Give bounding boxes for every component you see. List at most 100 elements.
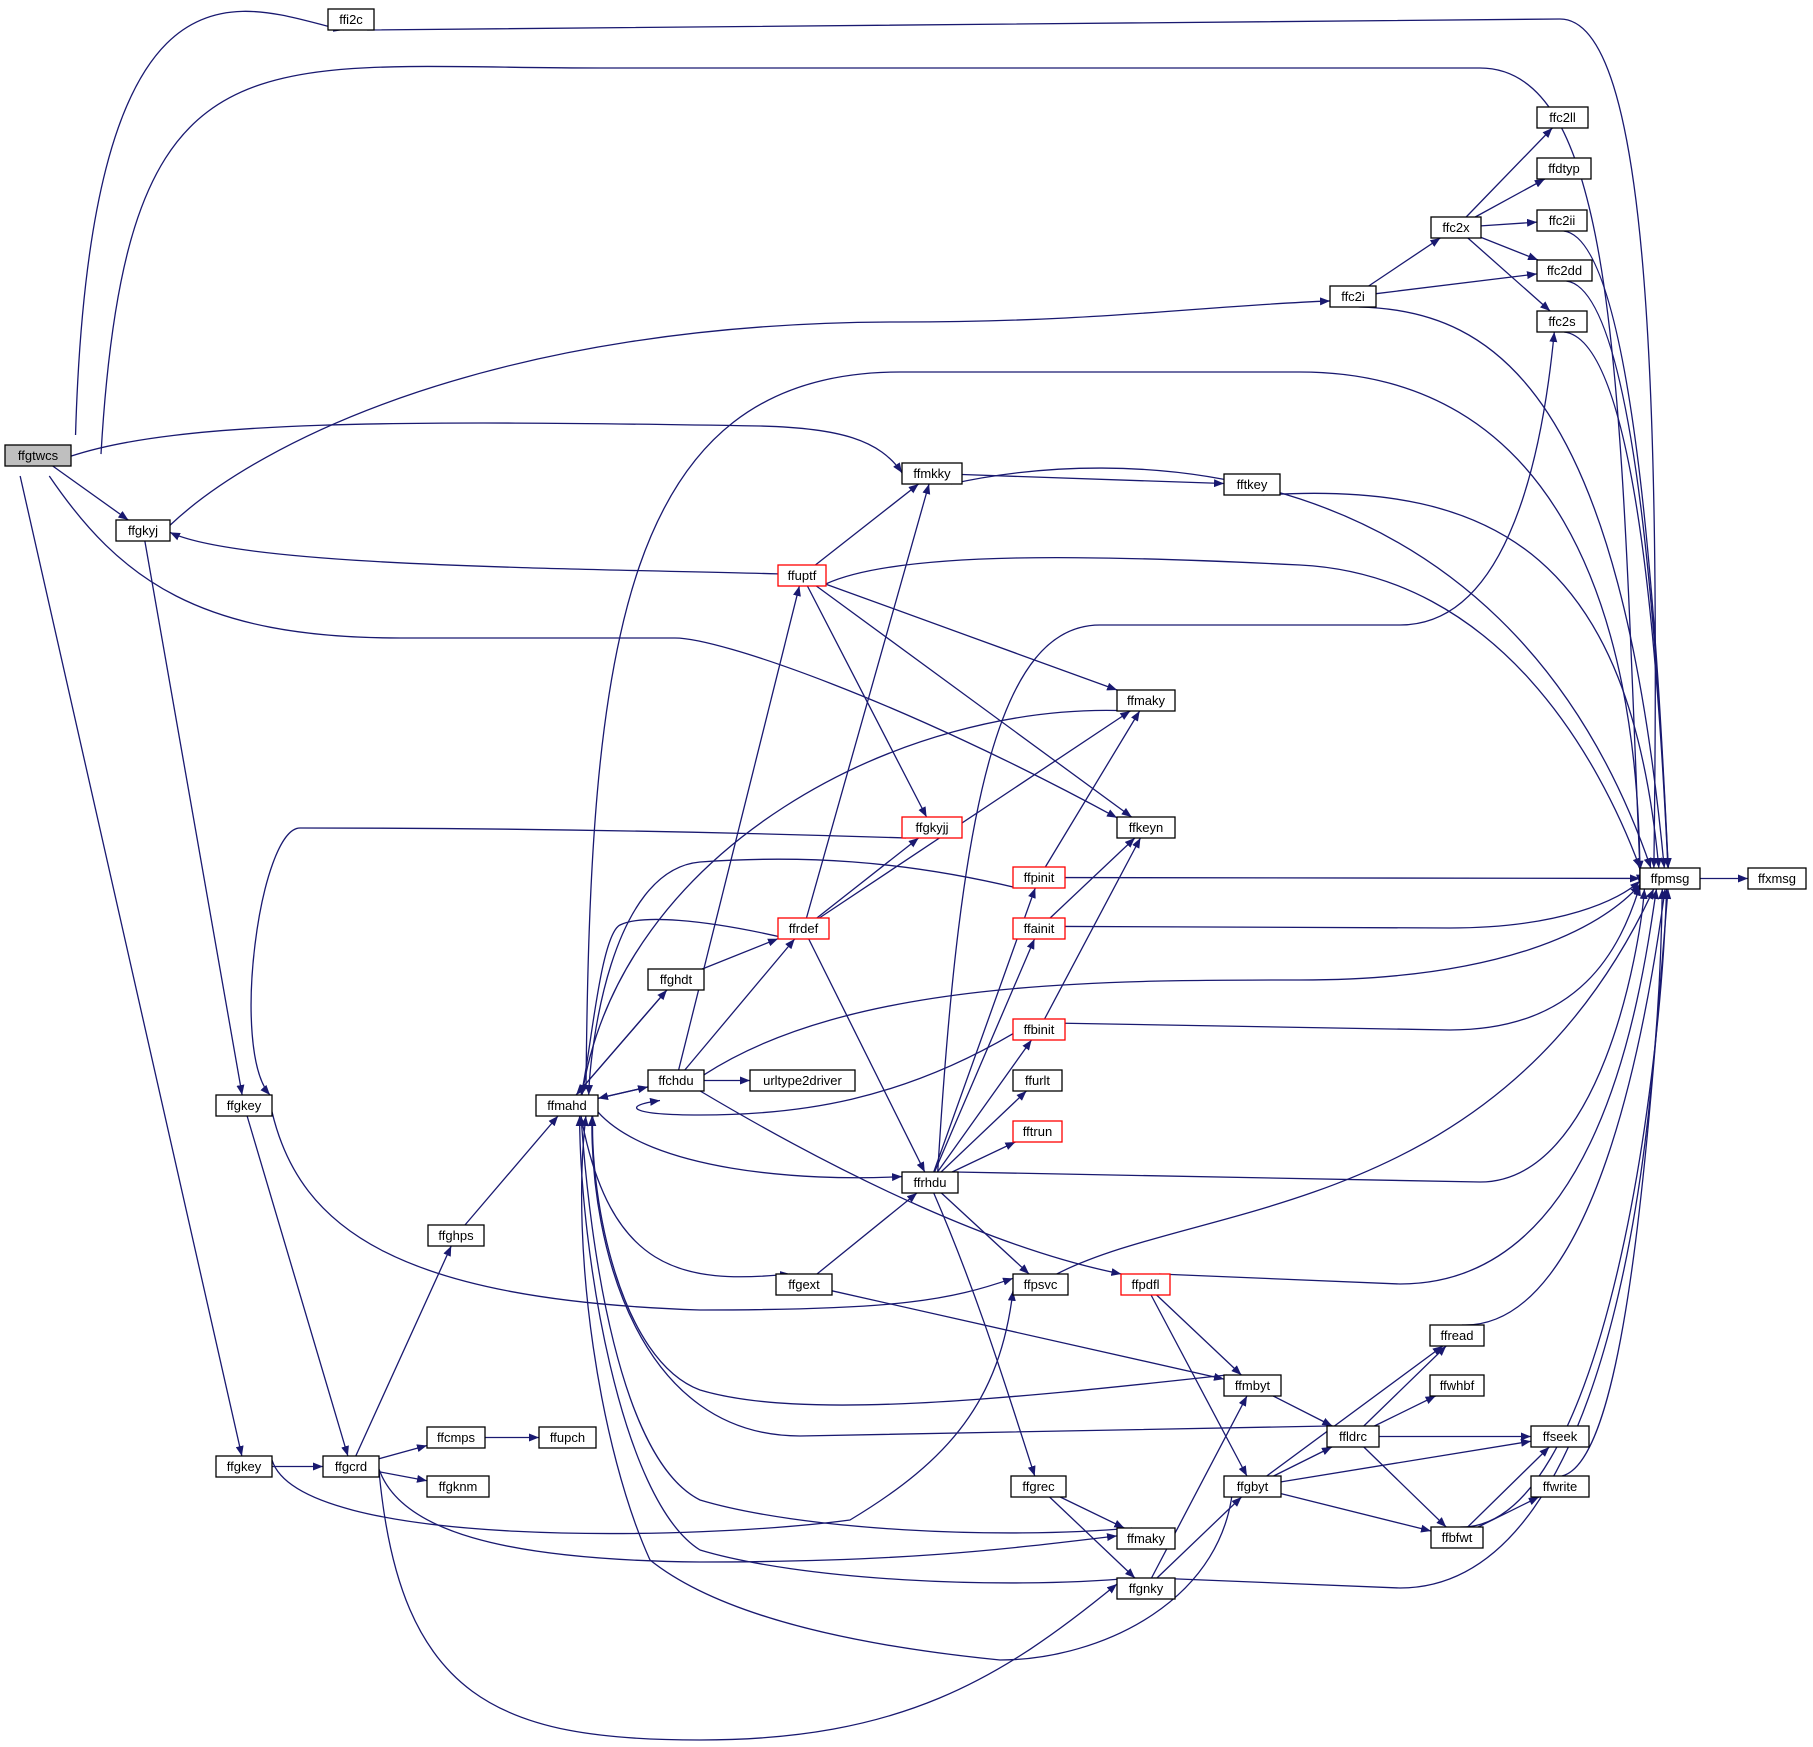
edge-ffrdef-to-ffgkyjj bbox=[816, 837, 920, 919]
node-ffc2x[interactable]: ffc2x bbox=[1430, 216, 1482, 239]
node-ffseek[interactable]: ffseek bbox=[1530, 1425, 1590, 1448]
node-ffpdfl[interactable]: ffpdfl bbox=[1120, 1273, 1171, 1296]
edge-ffldrc-to-ffread bbox=[1363, 1345, 1447, 1427]
edge-ffgkey2-to-ffpsvc bbox=[271, 1290, 1016, 1535]
node-label: ffgknm bbox=[439, 1479, 478, 1494]
node-fftrun[interactable]: fftrun bbox=[1012, 1120, 1063, 1143]
node-box bbox=[1010, 1475, 1067, 1498]
node-ffwrite[interactable]: ffwrite bbox=[1530, 1475, 1590, 1498]
node-label: ffghps bbox=[438, 1228, 474, 1243]
node-ffmkky[interactable]: ffmkky bbox=[901, 462, 963, 485]
node-box bbox=[1429, 1324, 1485, 1347]
node-ffread[interactable]: ffread bbox=[1429, 1324, 1485, 1347]
node-ffmaky2[interactable]: ffmaky bbox=[1116, 1527, 1176, 1550]
edge-ffgnky-to-ffgbyt bbox=[1156, 1496, 1242, 1579]
edge-ffmahd-to-ffgext bbox=[580, 1115, 791, 1279]
node-ffcmps[interactable]: ffcmps bbox=[426, 1426, 486, 1449]
node-ffbfwt[interactable]: ffbfwt bbox=[1430, 1526, 1484, 1549]
edge-ffrdef-to-ffrhdu bbox=[808, 938, 926, 1173]
node-ffmaky1[interactable]: ffmaky bbox=[1116, 689, 1176, 712]
node-ffgtwcs[interactable]: ffgtwcs bbox=[4, 444, 72, 467]
node-box bbox=[1116, 1527, 1176, 1550]
node-ffxmsg[interactable]: ffxmsg bbox=[1747, 867, 1807, 890]
edge-ffrhdu-to-ffpsvc bbox=[940, 1192, 1030, 1275]
node-ffc2ll[interactable]: ffc2ll bbox=[1536, 106, 1589, 129]
edge-ffgnky-to-ffpmsg bbox=[1153, 888, 1667, 1589]
node-ffgrec[interactable]: ffgrec bbox=[1010, 1475, 1067, 1498]
node-ffuptf[interactable]: ffuptf bbox=[777, 564, 827, 587]
node-ffpinit[interactable]: ffpinit bbox=[1012, 866, 1066, 889]
node-ffgkey1[interactable]: ffgkey bbox=[215, 1094, 273, 1117]
edge-ffgtwcs-to-ffgkyj bbox=[52, 465, 129, 521]
edge-ffgkyj-to-ffgkey1 bbox=[144, 540, 245, 1096]
node-box bbox=[1747, 867, 1807, 890]
edge-ffchdu-to-ffuptf bbox=[677, 585, 801, 1071]
node-box bbox=[1536, 310, 1588, 333]
node-ffchdu[interactable]: ffchdu bbox=[647, 1069, 705, 1092]
node-box bbox=[215, 1094, 273, 1117]
node-ffc2i[interactable]: ffc2i bbox=[1329, 285, 1377, 308]
node-ffdtyp[interactable]: ffdtyp bbox=[1536, 157, 1592, 180]
node-ffainit[interactable]: ffainit bbox=[1012, 917, 1066, 940]
node-ffpmsg[interactable]: ffpmsg bbox=[1639, 867, 1701, 890]
node-label: ffurlt bbox=[1025, 1073, 1050, 1088]
node-label: ffupch bbox=[550, 1430, 585, 1445]
edge-ffgrec-to-ffgnky bbox=[1049, 1496, 1136, 1579]
edge-ffc2i-to-ffc2dd bbox=[1375, 271, 1538, 295]
node-ffgkey2[interactable]: ffgkey bbox=[215, 1455, 273, 1478]
edge-ffmkky-to-ffpmsg bbox=[950, 467, 1652, 869]
edge-ffghdt-to-ffrdef bbox=[702, 938, 779, 970]
edge-ffgcrd-to-ffghps bbox=[355, 1245, 452, 1457]
node-ffghps[interactable]: ffghps bbox=[427, 1224, 485, 1247]
node-label: ffgbyt bbox=[1237, 1479, 1269, 1494]
edge-ffgtwcs-to-ffpmsg bbox=[100, 65, 1644, 871]
node-box bbox=[1530, 1475, 1590, 1498]
node-label: ffbinit bbox=[1024, 1022, 1055, 1037]
node-ffc2dd[interactable]: ffc2dd bbox=[1536, 259, 1593, 282]
node-ffc2ii[interactable]: ffc2ii bbox=[1536, 209, 1588, 232]
node-ffrhdu[interactable]: ffrhdu bbox=[901, 1171, 959, 1194]
node-ffgkyjj[interactable]: ffgkyjj bbox=[901, 816, 963, 839]
node-ffgknm[interactable]: ffgknm bbox=[426, 1475, 490, 1498]
node-ffgcrd[interactable]: ffgcrd bbox=[322, 1455, 380, 1478]
node-fftkey[interactable]: fftkey bbox=[1223, 473, 1281, 496]
node-label: ffxmsg bbox=[1758, 871, 1796, 886]
node-ffrdef[interactable]: ffrdef bbox=[777, 917, 830, 940]
edge-ffmbyt-to-ffmahd bbox=[588, 1115, 1227, 1406]
node-ffghdt[interactable]: ffghdt bbox=[647, 968, 705, 991]
node-label: fftrun bbox=[1023, 1124, 1052, 1139]
edge-ffrhdu-to-ffpmsg bbox=[955, 888, 1648, 1183]
node-box bbox=[426, 1426, 486, 1449]
node-label: ffpmsg bbox=[1651, 871, 1690, 886]
node-ffupch[interactable]: ffupch bbox=[538, 1426, 597, 1449]
node-ffpsvc[interactable]: ffpsvc bbox=[1012, 1273, 1069, 1296]
node-urltype2driver[interactable]: urltype2driver bbox=[749, 1069, 856, 1092]
node-ffwhbf[interactable]: ffwhbf bbox=[1429, 1374, 1485, 1397]
node-ffkeyn[interactable]: ffkeyn bbox=[1116, 816, 1176, 839]
node-ffgbyt[interactable]: ffgbyt bbox=[1223, 1475, 1282, 1498]
node-ffgext[interactable]: ffgext bbox=[775, 1273, 833, 1296]
node-label: ffgrec bbox=[1022, 1479, 1055, 1494]
node-label: ffrdef bbox=[789, 921, 819, 936]
node-ffc2s[interactable]: ffc2s bbox=[1536, 310, 1588, 333]
node-ffmahd[interactable]: ffmahd bbox=[535, 1094, 599, 1117]
node-ffurlt[interactable]: ffurlt bbox=[1012, 1069, 1063, 1092]
node-label: ffgtwcs bbox=[18, 448, 59, 463]
node-label: ffgkyjj bbox=[916, 820, 949, 835]
edge-ffrhdu-to-ffbinit bbox=[936, 1039, 1033, 1173]
node-label: fftkey bbox=[1237, 477, 1268, 492]
node-ffi2c[interactable]: ffi2c bbox=[327, 8, 375, 31]
node-label: ffuptf bbox=[788, 568, 817, 583]
edge-ffc2i-to-ffpmsg bbox=[1358, 306, 1668, 869]
node-ffgnky[interactable]: ffgnky bbox=[1116, 1577, 1176, 1600]
edge-ffgext-to-ffrhdu bbox=[816, 1192, 918, 1275]
edge-ffldrc-to-ffmahd bbox=[587, 1115, 1329, 1437]
node-ffldrc[interactable]: ffldrc bbox=[1326, 1425, 1380, 1448]
node-ffmbyt[interactable]: ffmbyt bbox=[1223, 1374, 1282, 1397]
node-box bbox=[1536, 259, 1593, 282]
node-label: ffmkky bbox=[913, 466, 951, 481]
edge-ffghps-to-ffmahd bbox=[464, 1115, 559, 1226]
node-ffgkyj[interactable]: ffgkyj bbox=[115, 519, 171, 542]
edge-ffgcrd-to-ffgknm bbox=[378, 1471, 428, 1483]
node-ffbinit[interactable]: ffbinit bbox=[1012, 1018, 1066, 1041]
